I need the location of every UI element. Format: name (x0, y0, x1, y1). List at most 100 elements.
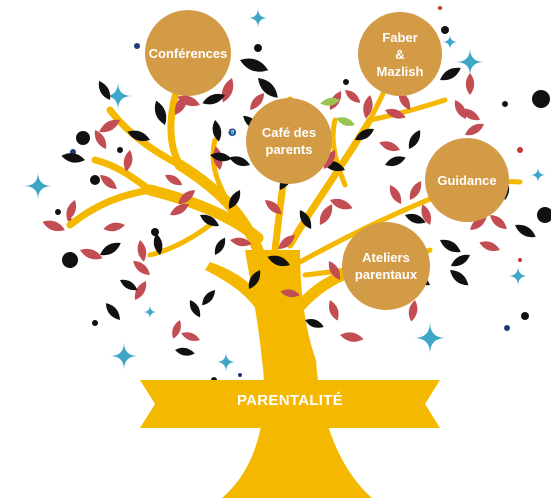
dot-red (517, 147, 523, 153)
sparkle (216, 352, 236, 372)
leaf-red (385, 108, 406, 119)
leaf-red (265, 200, 282, 215)
leaf-red (100, 175, 117, 190)
dot (521, 312, 529, 320)
branch (147, 222, 213, 258)
leaf-black (202, 290, 215, 306)
leaf-red (172, 320, 181, 339)
leaf-red (389, 185, 402, 205)
leaf-red (319, 204, 333, 225)
leaf-black (405, 213, 426, 224)
dot-navy (134, 43, 140, 49)
branch (66, 186, 154, 229)
node-label: Conférences (148, 45, 228, 61)
leaf-red (280, 289, 300, 298)
sparkle (143, 305, 157, 319)
leaf-black (214, 237, 226, 255)
leaf-black (299, 210, 312, 230)
leaf-red (479, 241, 500, 252)
branch (367, 97, 448, 123)
leaf-red (99, 119, 120, 133)
leaf-red (340, 332, 364, 342)
leaf-black (105, 303, 120, 320)
leaf-black (305, 319, 324, 328)
dot-red (438, 6, 442, 10)
leaf-red (278, 235, 295, 250)
node-ateliers-parentaux: Ateliers parentaux (342, 222, 430, 310)
branch (91, 156, 154, 194)
banner-title: PARENTALITÉ (236, 392, 344, 409)
leaf-black (212, 120, 222, 142)
node-cafe-des-parents: Café des parents (246, 98, 332, 184)
node-label: Guidance (437, 172, 497, 188)
sparkle (104, 82, 132, 110)
leaf-red (465, 73, 475, 95)
leaf-green (320, 97, 340, 106)
leaf-red (328, 300, 339, 321)
leaf-red (178, 190, 195, 205)
leaf-red (421, 204, 432, 225)
leaf-red (323, 150, 336, 170)
sparkle (508, 266, 528, 286)
node-label: Ateliers parentaux (354, 250, 418, 282)
ribbon (140, 380, 440, 428)
dot (92, 320, 98, 326)
leaf-black (450, 254, 470, 267)
node-conferences: Conférences (145, 10, 231, 96)
sparkle (530, 167, 546, 183)
leaf-red (137, 240, 147, 262)
dot (62, 252, 78, 268)
leaf-red (328, 260, 341, 280)
branch (210, 137, 233, 208)
leaf-red (250, 93, 265, 110)
sparkle (110, 342, 138, 370)
leaf-red (181, 332, 200, 341)
leaf-black (98, 80, 111, 100)
sparkle (24, 172, 52, 200)
leaf-black (385, 156, 406, 167)
node-label: Café des parents (261, 125, 317, 157)
leaf-red (103, 222, 125, 232)
sparkle (248, 8, 268, 28)
sparkle (227, 128, 237, 138)
sparkle (414, 322, 446, 354)
leaf-green (336, 117, 355, 126)
leaf-black (61, 153, 85, 163)
leaf-red (66, 200, 77, 221)
dot (537, 207, 551, 223)
dot (254, 44, 262, 52)
leaf-black (229, 156, 250, 167)
leaf-black (267, 255, 290, 267)
leaf-red (345, 90, 361, 103)
leaf-red (80, 248, 103, 260)
dot (441, 26, 449, 34)
leaf-red (174, 94, 188, 115)
dot-navy (238, 373, 242, 377)
leaf-red (165, 174, 183, 186)
leaf-black (450, 270, 469, 286)
leaf-black (258, 78, 278, 98)
leaf-black (189, 300, 201, 318)
leaf-black (200, 214, 220, 227)
leaf-red (42, 220, 65, 232)
dot (76, 131, 90, 145)
leaf-red (123, 150, 133, 172)
leaf-black (408, 130, 421, 150)
leaf-red (490, 215, 507, 230)
dot (90, 175, 100, 185)
leaf-red (134, 280, 147, 300)
leaf-black (175, 347, 195, 356)
leaf-black (210, 152, 232, 162)
trunk-fork-left (205, 262, 276, 330)
leaf-black (228, 190, 241, 210)
leaf-black (100, 242, 121, 256)
leaf-red (133, 260, 150, 275)
sparkle (456, 48, 484, 76)
node-faber-mazlish: Faber & Mazlish (358, 12, 442, 96)
leaf-red (221, 78, 234, 103)
dot (151, 228, 159, 236)
leaf-red (454, 100, 467, 120)
leaf-black (153, 233, 163, 255)
leaf-red (170, 203, 190, 216)
